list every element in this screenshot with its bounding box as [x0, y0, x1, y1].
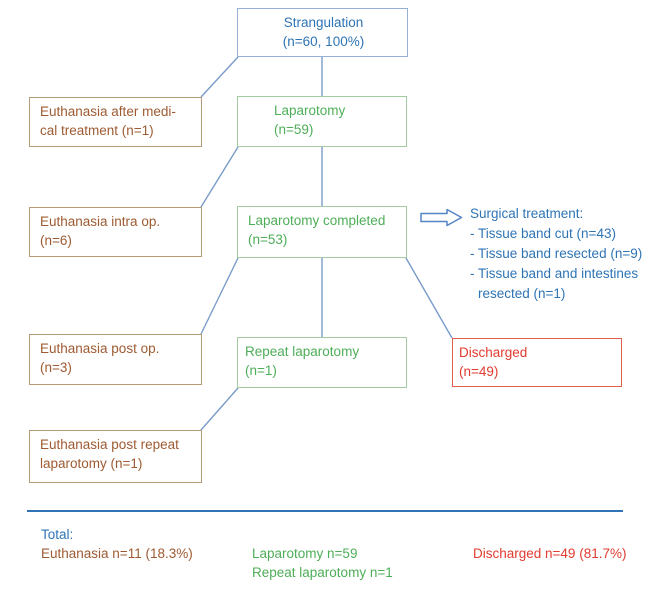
connector-completed-discharged [405, 257, 453, 339]
box-laparotomy: Laparotomy (n=59) [237, 96, 407, 147]
connector-strangulation-euthanasia-medical [200, 56, 239, 98]
box-line: (n=3) [40, 360, 72, 375]
total-repeat-laparotomy: Repeat laparotomy n=1 [252, 565, 393, 580]
connector-laparotomy-euthanasia-intra [200, 146, 239, 208]
box-line: Strangulation [283, 15, 364, 30]
box-line: (n=49) [459, 364, 499, 379]
box-euthanasia-intra: Euthanasia intra op. (n=6) [29, 207, 202, 257]
box-line: Laparotomy completed [248, 213, 386, 228]
total-euthanasia: Euthanasia n=11 (18.3%) [41, 546, 193, 561]
surgical-treatment-list: Surgical treatment: - Tissue band cut (n… [470, 204, 642, 304]
box-line: (n=59) [274, 122, 314, 137]
box-line: laparotomy (n=1) [40, 456, 143, 471]
box-repeat-laparotomy: Repeat laparotomy (n=1) [237, 337, 407, 388]
box-line: Euthanasia intra op. [40, 214, 161, 229]
box-line: Discharged [459, 345, 528, 360]
box-laparotomy-completed: Laparotomy completed (n=53) [237, 206, 407, 258]
box-line: (n=6) [40, 233, 72, 248]
surgical-item: - Tissue band resected (n=9) [470, 246, 643, 261]
box-line: Euthanasia post op. [40, 341, 160, 356]
box-line: Euthanasia after medi- [40, 104, 176, 119]
surgical-item-wrap: resected (n=1) [478, 286, 566, 301]
surgical-item: - Tissue band and intestines [470, 266, 639, 281]
box-line: cal treatment (n=1) [40, 123, 154, 138]
totals-divider-line [27, 510, 623, 512]
box-line: (n=53) [248, 232, 288, 247]
connector-repeat-euthanasia-post-repeat [200, 387, 239, 431]
box-line: (n=1) [245, 363, 277, 378]
total-laparotomy: Laparotomy n=59 [252, 546, 358, 561]
box-euthanasia-medical: Euthanasia after medi- cal treatment (n=… [29, 97, 202, 147]
box-line: (n=60, 100%) [282, 34, 365, 49]
surgical-title: Surgical treatment: [470, 206, 584, 221]
box-line: Repeat laparotomy [245, 344, 360, 359]
surgical-item: - Tissue band cut (n=43) [470, 226, 616, 241]
box-line: Euthanasia post repeat [40, 437, 179, 452]
box-discharged: Discharged (n=49) [452, 338, 622, 387]
box-euthanasia-post-repeat: Euthanasia post repeat laparotomy (n=1) [29, 430, 202, 483]
totals-label: Total: [41, 527, 74, 542]
box-euthanasia-post: Euthanasia post op. (n=3) [29, 334, 202, 385]
box-strangulation: Strangulation (n=60, 100%) [237, 8, 408, 57]
box-line: Laparotomy [274, 103, 346, 118]
connector-completed-euthanasia-post [200, 257, 239, 335]
right-block-arrow-icon [420, 208, 463, 227]
total-discharged: Discharged n=49 (81.7%) [473, 546, 627, 561]
